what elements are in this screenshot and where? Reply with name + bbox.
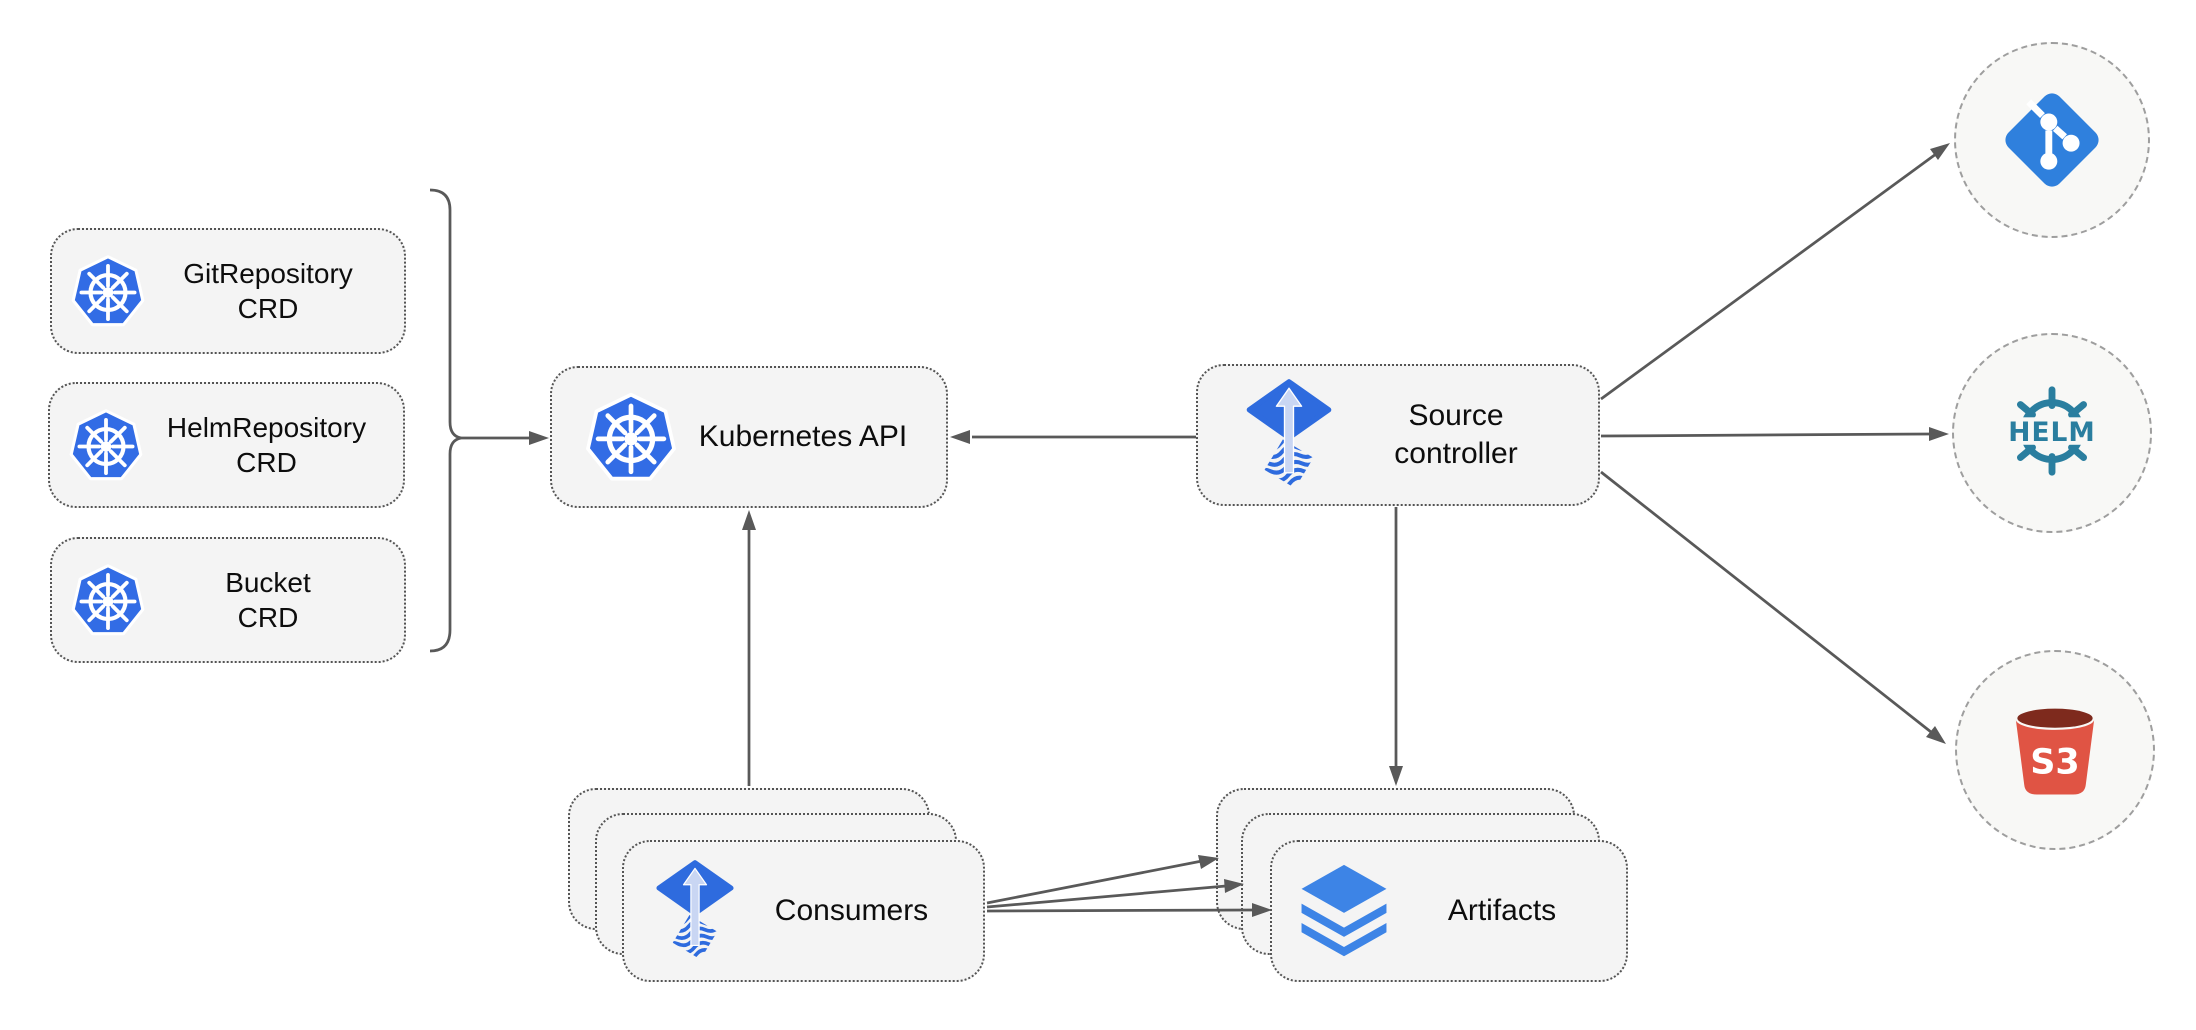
kubernetes-icon: [586, 392, 676, 481]
crd-group-bracket: [429, 188, 462, 653]
layers-icon: [1301, 864, 1387, 957]
external-source-s3: S3: [1955, 650, 2155, 850]
node-bucket-crd: Bucket CRD: [50, 537, 406, 663]
node-label: Source controller: [1334, 397, 1598, 473]
label-line2: CRD: [237, 293, 299, 324]
edge-crds-to-kubernetes-api: [461, 431, 549, 445]
node-label: Artifacts: [1447, 894, 1557, 927]
edge-source-controller-to-helm: [1600, 427, 1949, 441]
node-git-repository-crd: GitRepository CRD: [50, 228, 406, 354]
edge-consumers-to-artifacts-middle: [986, 879, 1244, 909]
node-label: GitRepository CRD: [146, 256, 404, 326]
node-helm-repository-crd: HelmRepository CRD: [48, 382, 405, 508]
node-label: Kubernetes API: [698, 420, 908, 453]
s3-icon: S3: [2015, 708, 2095, 795]
label-line2: CRD: [237, 602, 299, 633]
label-line1: Source: [1408, 399, 1504, 432]
flux-icon: [1246, 379, 1332, 491]
node-artifacts: Artifacts: [1270, 840, 1628, 982]
node-label: HelmRepository CRD: [144, 410, 403, 480]
node-consumers: Consumers: [622, 840, 985, 982]
node-label: Bucket CRD: [146, 565, 404, 635]
node-source-controller: Source controller: [1196, 364, 1600, 506]
label-line1: GitRepository: [183, 258, 353, 289]
node-kubernetes-api: Kubernetes API: [550, 366, 948, 508]
edge-consumers-to-artifacts-back: [986, 855, 1219, 905]
kubernetes-icon: [69, 409, 143, 481]
label-line2: controller: [1394, 437, 1518, 470]
kubernetes-icon: [71, 255, 145, 327]
helm-logo-text: HELM: [2008, 417, 2095, 448]
git-icon: [2005, 93, 2099, 187]
edge-source-controller-to-artifacts: [1389, 507, 1403, 786]
s3-logo-text: S3: [2030, 742, 2080, 782]
edge-consumers-to-kubernetes-api: [742, 510, 756, 786]
edge-source-controller-to-kubernetes-api: [950, 430, 1196, 444]
kubernetes-icon: [71, 564, 145, 636]
flux-icon: [656, 860, 734, 962]
label-line1: Bucket: [225, 567, 311, 598]
node-label: Consumers: [774, 894, 929, 927]
external-source-helm: HELM: [1952, 333, 2152, 533]
edge-source-controller-to-git: [1600, 143, 1950, 401]
edge-source-controller-to-s3: [1600, 470, 1946, 744]
label-line2: CRD: [236, 447, 297, 478]
label-line1: HelmRepository: [166, 412, 367, 443]
external-source-git: [1954, 42, 2150, 238]
helm-icon: HELM: [1999, 386, 2105, 476]
